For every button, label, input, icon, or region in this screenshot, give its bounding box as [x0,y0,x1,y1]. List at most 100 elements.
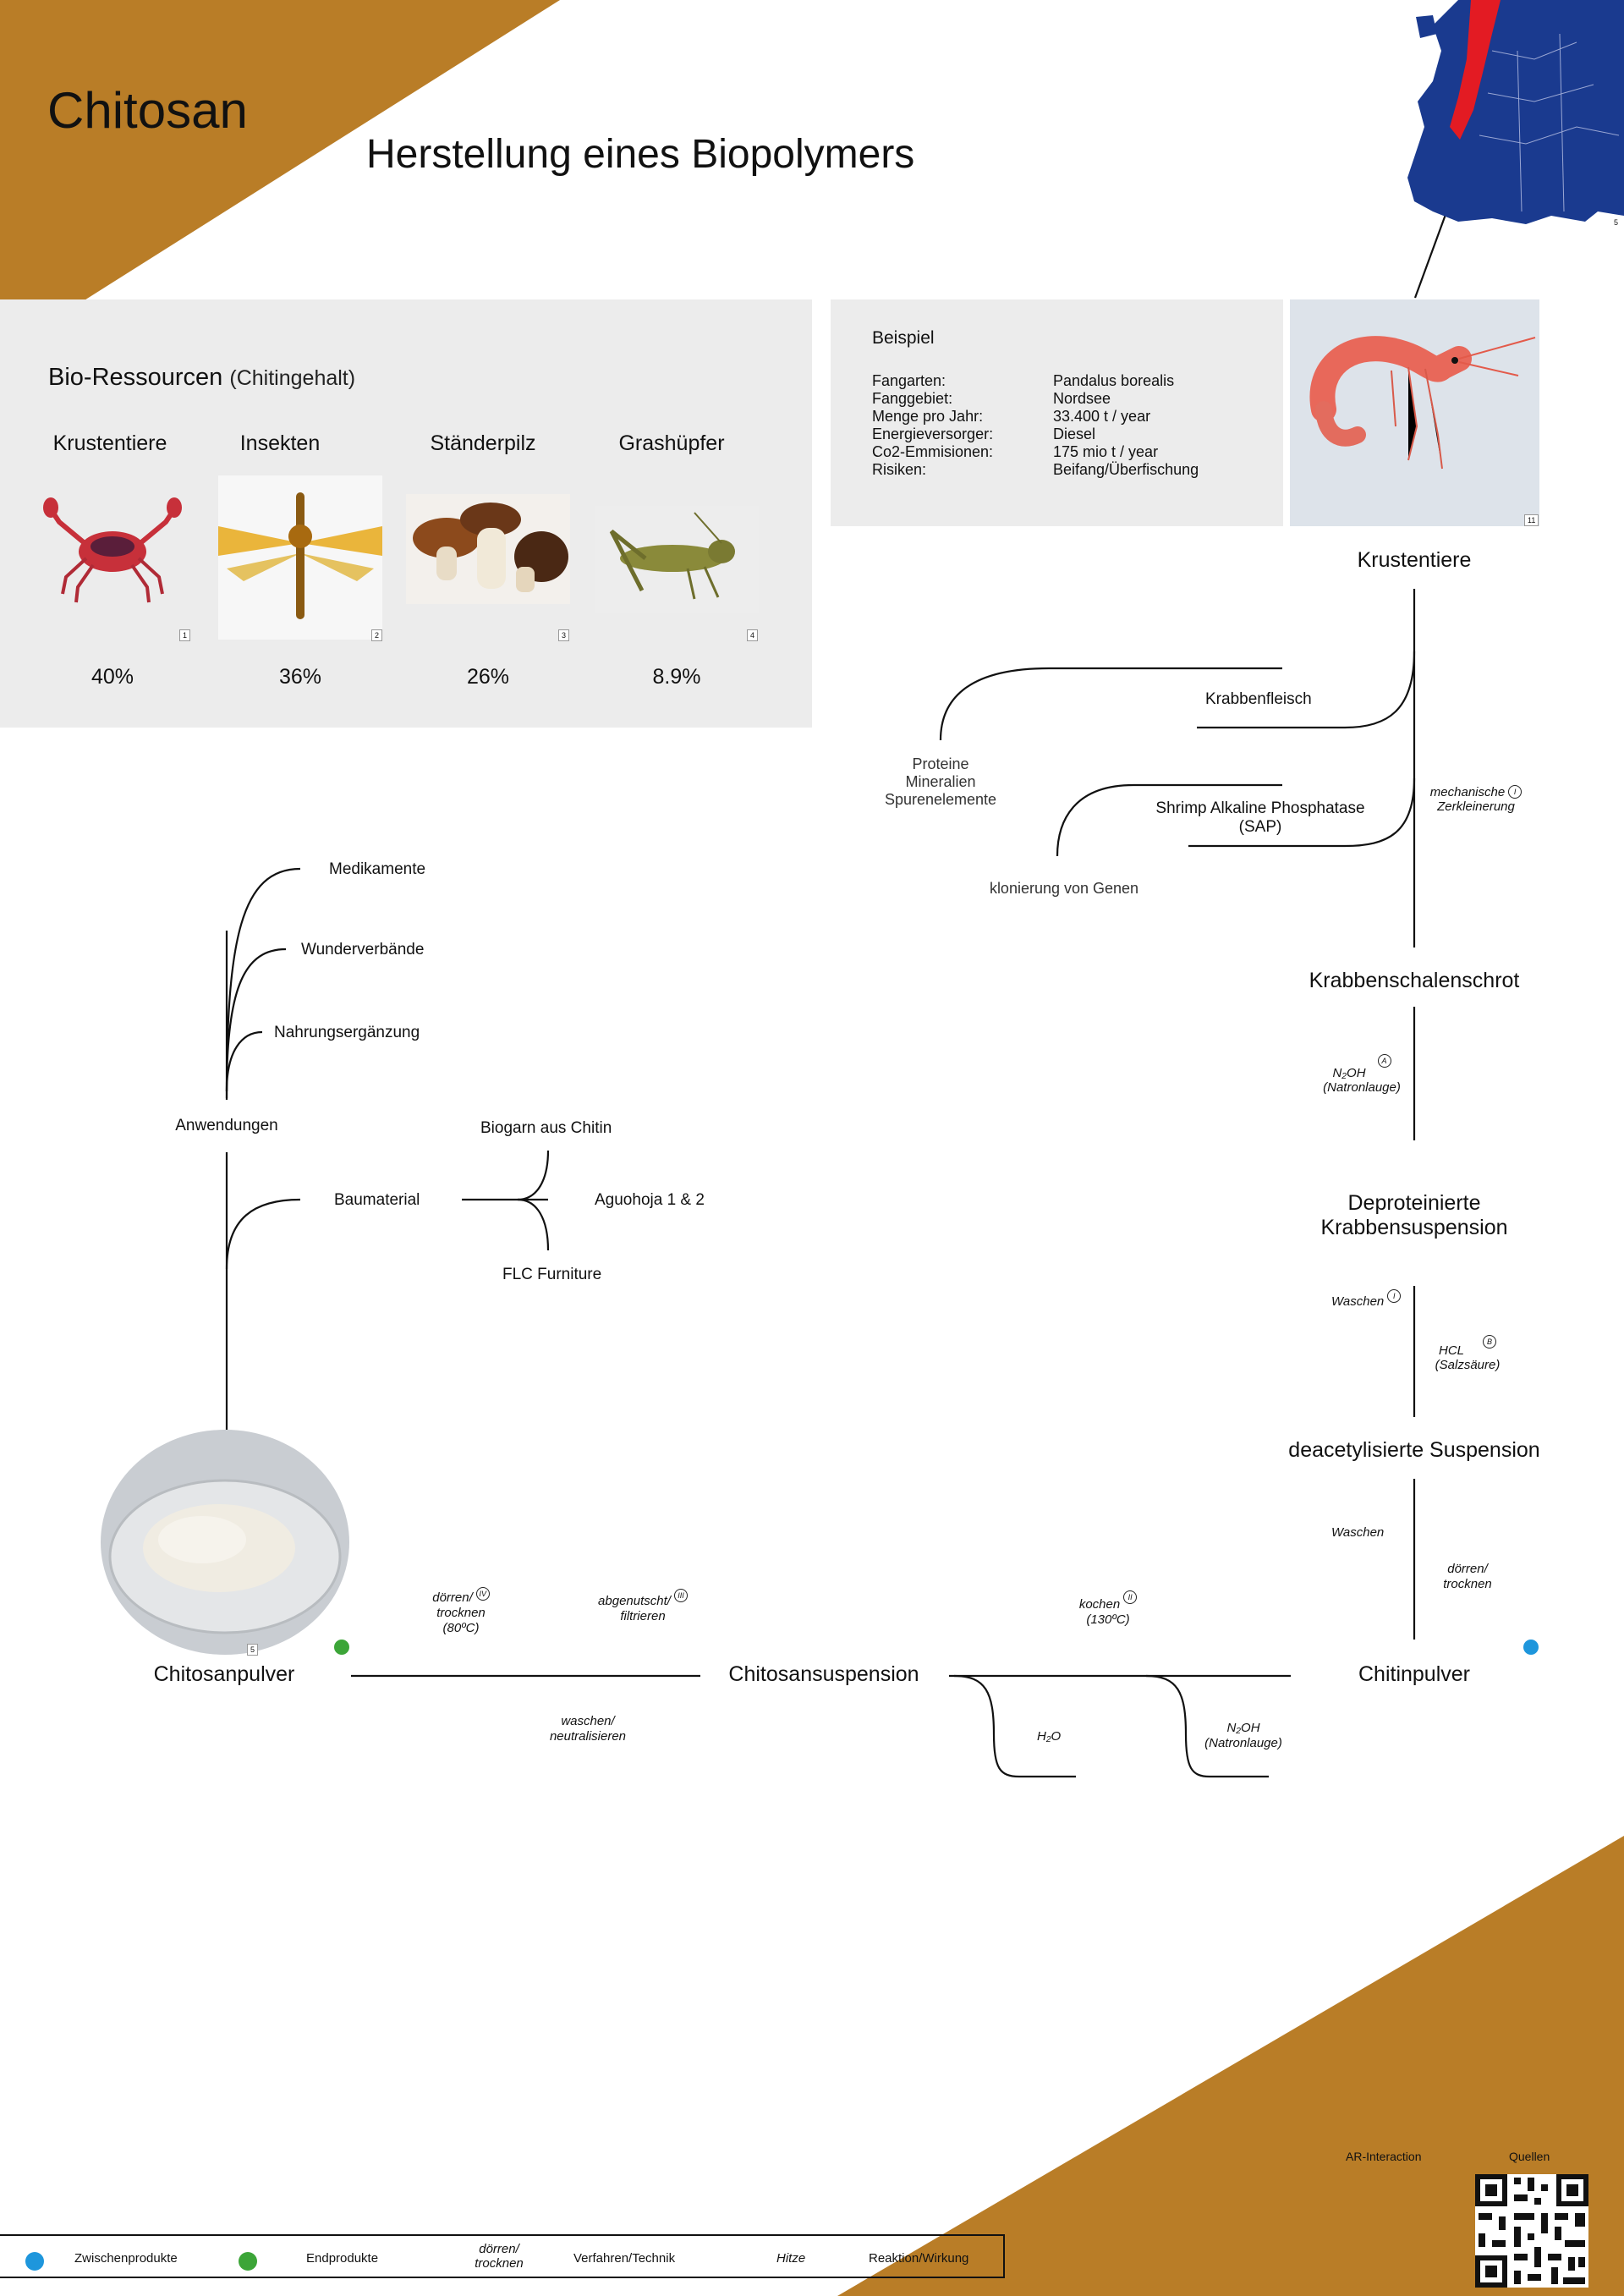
example-table: Fangarten:Pandalus borealis Fanggebiet: N… [872,372,1199,479]
step-hcl-line1: HCL B [1421,1335,1514,1358]
node-proteine: Proteine [912,755,969,772]
legend-hitze: Hitze [776,2251,806,2266]
step-naoh2-line1: N₂OH [1226,1721,1260,1735]
page-title: Chitosan [47,82,248,139]
example-row: Co2-Emmisionen:175 mio t / year [872,443,1199,461]
example-value: Diesel [1053,426,1096,442]
step-doerren-trocknen-80: dörren/IV trocknen (80ºC) [414,1587,508,1636]
shrimp-source-number: 11 [1524,514,1539,526]
step-abg-line1: abgenutscht/III [575,1589,710,1609]
example-row: Fangarten:Pandalus borealis [872,372,1199,390]
app-anwendungen: Anwendungen [175,1117,278,1134]
example-row: Energieversorger: Diesel [872,426,1199,443]
legend-box [0,2234,1005,2278]
final-product-dot [334,1640,349,1655]
example-heading: Beispiel [872,328,935,348]
brand-triangle-bottom [837,1836,1624,2296]
step-waschen-1-marker: I [1387,1289,1402,1303]
example-row: Fanggebiet: Nordsee [872,390,1199,408]
app-biogarn: Biogarn aus Chitin [480,1119,612,1137]
intermediate-product-dot [1523,1640,1539,1655]
example-value: Pandalus borealis [1053,372,1175,389]
resource-percent-krustentiere: 40% [91,665,134,689]
legend-reaktion-wirkung: Reaktion/Wirkung [869,2251,969,2266]
step-mech-text: mechanische [1429,785,1506,799]
example-row: Menge pro Jahr: 33.400 t / year [872,408,1199,426]
step-naoh-marker: A [1377,1054,1391,1068]
example-label: Menge pro Jahr: [872,408,984,425]
app-wunderverbaende: Wunderverbände [301,941,425,958]
example-value: 33.400 t / year [1053,408,1151,425]
europe-map-image [1407,0,1624,224]
legend-endprodukte: Endprodukte [306,2251,379,2266]
grasshopper-source-number: 4 [747,629,759,641]
example-label: Risiken: [872,461,927,478]
step-abgenutscht-filtrieren: abgenutscht/III filtrieren [575,1589,710,1624]
step-waschen3-line1: waschen/ [561,1714,615,1728]
legend-sample-line2: trocknen [475,2256,524,2271]
resource-percent-grashuepfer: 8.9% [652,665,701,689]
resource-percent-staenderpilz: 26% [466,665,510,689]
app-nahrungsergaenzung: Nahrungsergänzung [274,1024,420,1041]
ar-interaction-label: AR-Interaction [1346,2150,1422,2163]
step-hcl-text: HCL [1438,1343,1464,1358]
flow-connectors [225,151,1470,1778]
resource-percent-insekten: 36% [278,665,322,689]
step-waschen-neutralisieren: waschen/ neutralisieren [524,1714,651,1744]
step-abg-text: abgenutscht/ [598,1594,671,1608]
resource-name-grashuepfer: Grashüpfer [618,431,725,455]
step-naoh-line2: (Natronlauge) [1323,1080,1401,1095]
step-h2o: H₂O [1037,1729,1062,1744]
node-chitinpulver: Chitinpulver [1358,1662,1470,1686]
page-subtitle: Herstellung eines Biopolymers [366,132,915,177]
dragonfly-source-number: 2 [371,629,383,641]
step-kochen-marker: II [1123,1590,1138,1604]
example-value: Nordsee [1053,390,1111,407]
legend-verfahren-technik: Verfahren/Technik [573,2251,676,2266]
mushroom-source-number: 3 [558,629,570,641]
example-value: Beifang/Überfischung [1053,461,1199,478]
step-doerren-1-line2: trocknen [1443,1577,1492,1591]
qr-code-image[interactable] [1475,2174,1588,2288]
step-kochen-text: kochen [1078,1597,1121,1612]
example-label: Energieversorger: [872,426,994,442]
step-doerren-trocknen-1: dörren/ trocknen [1429,1562,1506,1592]
example-label: Fanggebiet: [872,390,953,407]
resource-name-krustentiere: Krustentiere [52,431,167,455]
node-proteine-group: Proteine Mineralien Spurenelemente [856,755,1025,809]
legend-intermediate-dot [25,2252,44,2271]
node-mineralien: Mineralien [905,773,976,790]
node-dep-line1: Deproteinierte [1347,1191,1481,1215]
step-natronlauge-a: N₂OHA (Natronlauge) [1303,1054,1421,1095]
powder-source-number: 5 [247,1644,259,1656]
chitosan-powder-image [101,1430,349,1655]
legend-sample-line1: dörren/ [479,2242,519,2256]
app-medikamente: Medikamente [329,860,426,878]
grasshopper-image [595,506,759,612]
bio-resources-note: (Chitingehalt) [229,366,356,390]
example-label: Co2-Emmisionen: [872,443,994,460]
step-naoh-line1: N₂OHA [1303,1054,1421,1080]
map-source-number: 5 [1614,218,1619,227]
node-klonierung: klonierung von Genen [989,880,1139,897]
legend-zwischenprodukte: Zwischenprodukte [74,2251,178,2266]
step-doerren-1-line1: dörren/ [1447,1562,1488,1576]
step-hcl-marker: B [1483,1335,1496,1348]
crab-image [34,475,191,638]
quellen-label: Quellen [1509,2150,1550,2163]
step-salzsaeure-b: HCLB (Salzsäure) [1421,1335,1514,1372]
node-sap-line2: (SAP) [1238,818,1282,836]
node-deproteinierte: Deproteinierte Krabbensuspension [1245,1191,1583,1240]
resource-name-staenderpilz: Ständerpilz [430,431,536,455]
resource-name-insekten: Insekten [239,431,321,455]
node-chitosansuspension: Chitosansuspension [728,1662,919,1686]
app-flc-furniture: FLC Furniture [502,1266,602,1283]
node-chitosanpulver: Chitosanpulver [153,1662,295,1686]
step-waschen-2: Waschen [1331,1525,1385,1540]
bio-resources-heading: Bio-Ressourcen (Chitingehalt) [48,364,355,392]
